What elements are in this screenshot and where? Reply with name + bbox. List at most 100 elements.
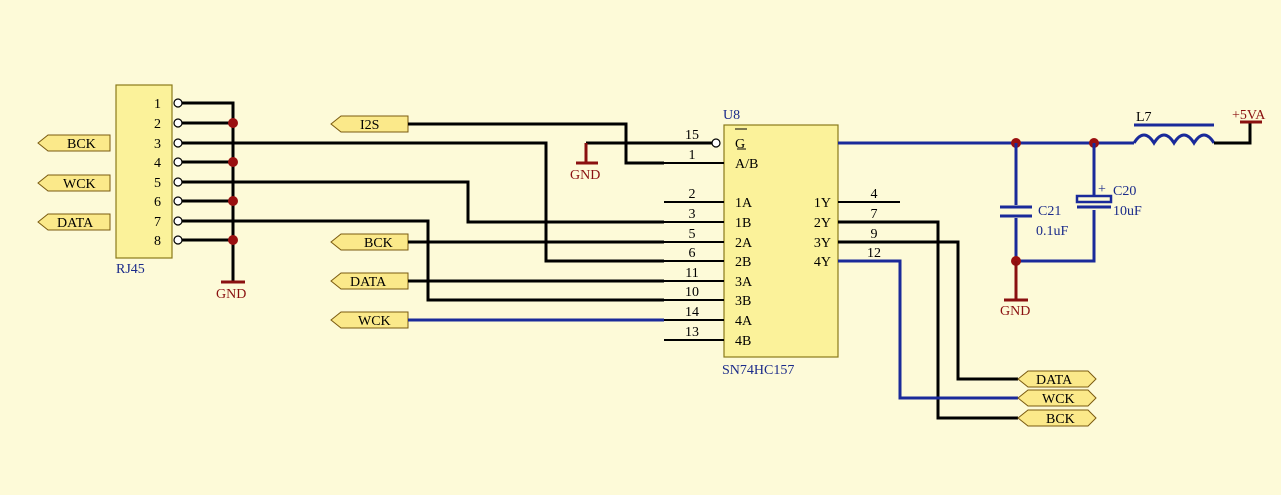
g-bubble bbox=[711, 138, 721, 148]
wire-4y-to-wck bbox=[838, 259, 1018, 400]
u8-pin-name: 3Y bbox=[814, 236, 831, 251]
rj45-pin-number: 5 bbox=[154, 176, 161, 191]
gnd-label-caps: GND bbox=[1000, 304, 1030, 319]
u8-part: SN74HC157 bbox=[722, 363, 794, 378]
wire-l7-to-5va bbox=[1214, 122, 1252, 145]
flag-out-bck bbox=[1017, 409, 1097, 427]
c20-ref: C20 bbox=[1113, 184, 1136, 199]
rj45-body bbox=[115, 84, 173, 259]
flag-i2s-label: I2S bbox=[360, 118, 379, 133]
c20-polarity: + bbox=[1098, 182, 1106, 197]
rj45-pin-number: 4 bbox=[154, 156, 161, 171]
output-net-flags: DATA WCK BCK bbox=[1017, 370, 1097, 427]
flag-left-bck-label: BCK bbox=[67, 137, 96, 152]
u8-pin-name: 2A bbox=[735, 236, 753, 251]
c21-value: 0.1uF bbox=[1036, 224, 1069, 239]
u8-pin-name: 3B bbox=[735, 294, 751, 309]
flag-left-data-label: DATA bbox=[57, 216, 94, 231]
c21-bottom-lead bbox=[1014, 210, 1096, 263]
u8-pin-number: 3 bbox=[689, 207, 696, 222]
rj45-ref: RJ45 bbox=[116, 262, 145, 277]
flag-mid-wck-label: WCK bbox=[358, 314, 391, 329]
i2s-select: I2S GND bbox=[330, 115, 712, 183]
u8-pin-name: 1A bbox=[735, 196, 753, 211]
u8-pin-name: 4A bbox=[735, 314, 753, 329]
wire-gnd-bus bbox=[182, 101, 235, 282]
c21-ref: C21 bbox=[1038, 204, 1061, 219]
rj45-pin-number: 6 bbox=[154, 195, 161, 210]
junction-dot bbox=[228, 157, 238, 167]
u8-pin-number: 7 bbox=[871, 207, 878, 222]
rj45-pin-terminal bbox=[173, 216, 183, 226]
rj45-connector: RJ45 1 2 3 4 5 6 7 8 bbox=[115, 84, 183, 277]
flag-left-data bbox=[37, 213, 111, 231]
rj45-pin-number: 3 bbox=[154, 137, 161, 152]
left-net-flags: BCK WCK DATA bbox=[37, 134, 111, 231]
c20-plate-pos bbox=[1075, 194, 1113, 204]
u8-pin-number: 6 bbox=[689, 246, 696, 261]
flag-out-wck bbox=[1017, 389, 1097, 407]
flag-left-wck bbox=[37, 174, 111, 192]
c21-plates bbox=[1000, 205, 1032, 218]
wire-pin7-to-3B bbox=[182, 219, 664, 302]
u8-pin-number: 13 bbox=[685, 325, 699, 340]
gnd-symbol-u8 bbox=[576, 143, 598, 165]
u8-pin-number: 4 bbox=[871, 187, 878, 202]
u8-pin-number: 14 bbox=[685, 305, 699, 320]
flag-out-data bbox=[1017, 370, 1097, 388]
u8-pin-name: A/B bbox=[735, 157, 758, 172]
wire-2y-to-bck bbox=[838, 220, 1018, 420]
u8-pin-number: 1 bbox=[689, 148, 696, 163]
flag-left-wck-label: WCK bbox=[63, 177, 96, 192]
u8-pin-name: 2B bbox=[735, 255, 751, 270]
u8-pin-number: 11 bbox=[685, 266, 698, 281]
flag-out-bck-label: BCK bbox=[1046, 412, 1075, 427]
rj45-pin-terminal bbox=[173, 98, 183, 108]
power-section: C21 0.1uF + C20 10uF GND L7 +5VA bbox=[838, 108, 1266, 319]
flag-out-data-label: DATA bbox=[1036, 373, 1073, 388]
c20-value: 10uF bbox=[1113, 204, 1142, 219]
u8-pin-name: 2Y bbox=[814, 216, 831, 231]
rj45-pin-terminal bbox=[173, 118, 183, 128]
u8-body bbox=[723, 124, 839, 358]
rj45-pin-number: 8 bbox=[154, 234, 161, 249]
mid-net-flags: BCK DATA WCK bbox=[330, 233, 664, 329]
u8-pin-name: 1B bbox=[735, 216, 751, 231]
flag-mid-data-label: DATA bbox=[350, 275, 387, 290]
junction-dot bbox=[228, 196, 238, 206]
rj45-pin-number: 7 bbox=[154, 215, 161, 230]
u8-pin-name: 3A bbox=[735, 275, 753, 290]
wire-pin5-to-1B bbox=[182, 180, 664, 224]
rj45-pin-terminal bbox=[173, 196, 183, 206]
u8-ic: U8 SN74HC157 15G1A/B21A31B52A62B113A103B… bbox=[664, 108, 900, 378]
junction-dot bbox=[228, 118, 238, 128]
rj45-wiring: GND bbox=[182, 101, 664, 302]
u8-pin-name: 4Y bbox=[814, 255, 831, 270]
rj45-pin-terminal bbox=[173, 177, 183, 187]
flag-out-wck-label: WCK bbox=[1042, 392, 1075, 407]
rj45-pin-terminal bbox=[173, 235, 183, 245]
rj45-pin-terminal bbox=[173, 157, 183, 167]
u8-pin-number: 2 bbox=[689, 187, 696, 202]
rj45-pin-number: 2 bbox=[154, 117, 161, 132]
u8-pin-name: G bbox=[735, 137, 745, 152]
u8-pin-name: 4B bbox=[735, 334, 751, 349]
gnd-label-rj45: GND bbox=[216, 287, 246, 302]
gnd-symbol-caps bbox=[1004, 261, 1028, 302]
u8-pin-number: 15 bbox=[685, 128, 699, 143]
rj45-pin-terminal bbox=[173, 138, 183, 148]
u8-pin-number: 12 bbox=[867, 246, 881, 261]
wire-pin3-to-2B bbox=[182, 141, 664, 263]
wire-3y-to-data bbox=[838, 240, 1018, 381]
u8-output-wiring bbox=[838, 220, 1018, 420]
flag-left-bck bbox=[37, 134, 111, 152]
u8-pin-number: 9 bbox=[871, 227, 878, 242]
power-label: +5VA bbox=[1232, 108, 1266, 123]
l7-coil bbox=[1132, 133, 1216, 146]
u8-pin-number: 10 bbox=[685, 285, 699, 300]
flag-mid-bck-label: BCK bbox=[364, 236, 393, 251]
gnd-label-u8: GND bbox=[570, 168, 600, 183]
rj45-pin-number: 1 bbox=[154, 97, 161, 112]
